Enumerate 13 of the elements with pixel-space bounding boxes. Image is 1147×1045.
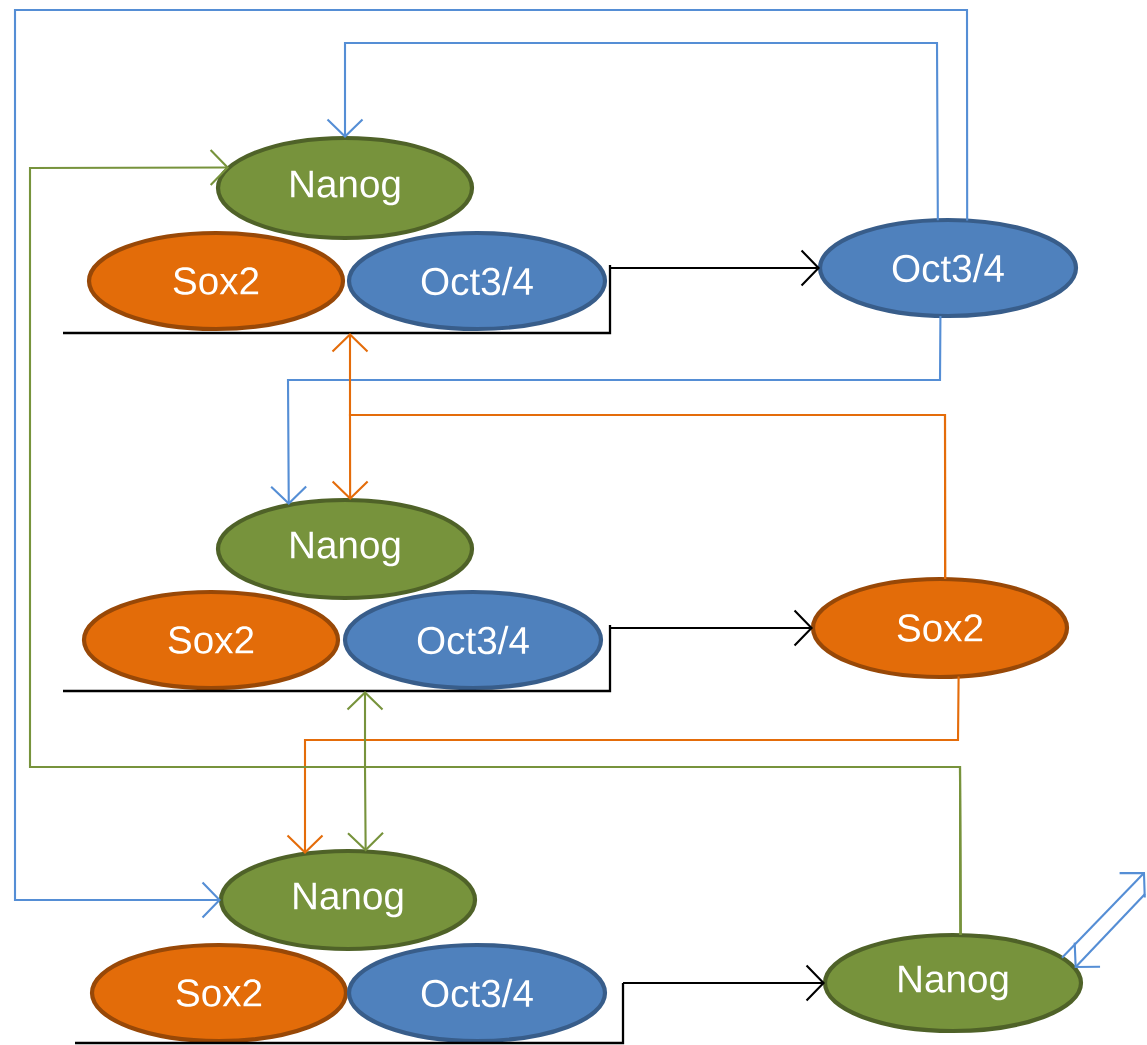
gene-line [63,625,612,693]
arrow [13,8,969,919]
gene-line [63,265,612,335]
arrow [326,41,939,221]
arrow [347,765,962,936]
arrow [1061,872,1146,959]
arrow [270,315,942,506]
arrow [610,249,820,287]
arrow [623,964,825,1002]
arrow [610,609,813,647]
arrow [286,676,960,854]
arrow [331,413,947,580]
arrow [1073,893,1146,969]
